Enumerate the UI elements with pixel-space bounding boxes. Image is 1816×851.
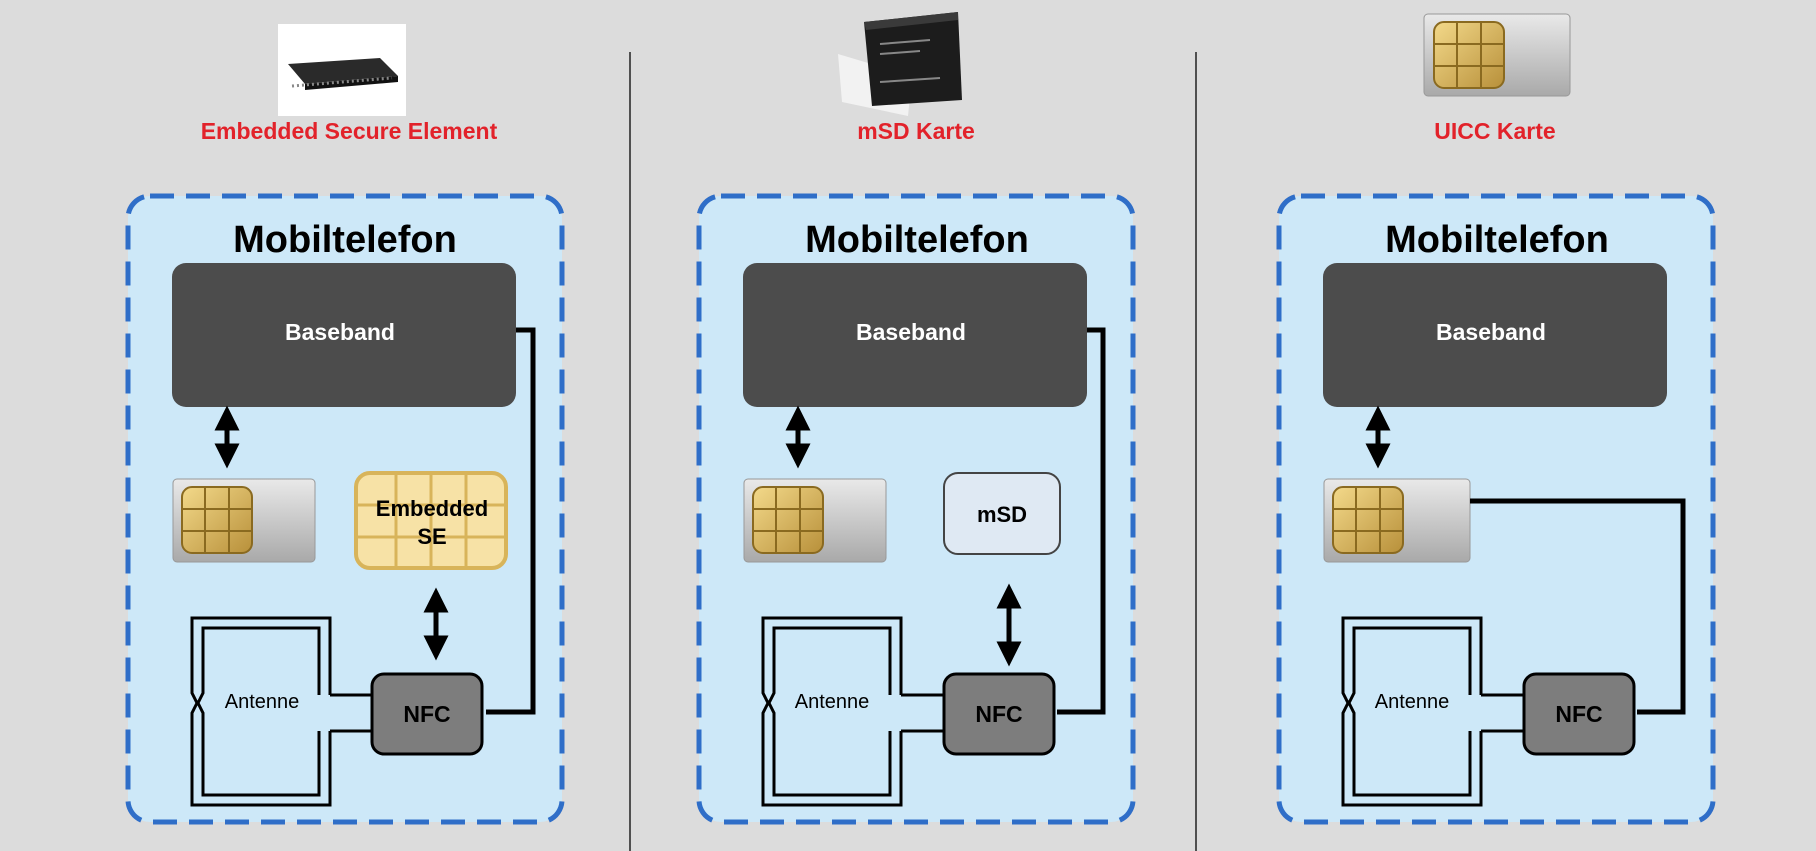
baseband-block xyxy=(1323,263,1667,407)
antenna-label: Antenne xyxy=(1375,691,1450,713)
panel-title: mSD Karte xyxy=(857,118,975,144)
wire-baseband-nfc xyxy=(1057,327,1106,715)
microsd-card-icon xyxy=(838,12,962,116)
secure-element-label: mSD xyxy=(977,502,1027,527)
nfc-block xyxy=(1522,672,1636,756)
sim-card-icon xyxy=(743,478,887,563)
baseband-label: Baseband xyxy=(285,319,395,345)
baseband-label: Baseband xyxy=(856,319,966,345)
chip-ic-icon xyxy=(278,24,406,116)
baseband-block xyxy=(743,263,1087,407)
phone-label: Mobiltelefon xyxy=(1385,219,1609,261)
panel-uicc: UICC Karte Mobiltelefon Baseband Antenne… xyxy=(1276,13,1716,825)
secure-element-label: Embedded xyxy=(376,496,488,521)
secure-element-label: SE xyxy=(417,524,446,549)
nfc-label: NFC xyxy=(403,701,450,727)
baseband-block xyxy=(172,263,516,407)
antenna-coil xyxy=(1341,616,1524,807)
phone-label: Mobiltelefon xyxy=(233,219,457,261)
nfc-block xyxy=(370,672,484,756)
wire-baseband-nfc xyxy=(486,327,536,715)
uicc-card-icon xyxy=(1423,13,1571,97)
antenna-coil xyxy=(761,616,944,807)
wire-sim-nfc xyxy=(1470,498,1686,715)
msd-block xyxy=(943,472,1061,555)
panel-embedded-se: Embedded Secure Element Mobiltelefon Bas… xyxy=(125,24,565,825)
antenna-label: Antenne xyxy=(225,691,300,713)
nfc-label: NFC xyxy=(975,701,1022,727)
antenna-label: Antenne xyxy=(795,691,870,713)
antenna-coil xyxy=(190,616,372,807)
baseband-label: Baseband xyxy=(1436,319,1546,345)
nfc-label: NFC xyxy=(1555,701,1602,727)
panel-title: UICC Karte xyxy=(1434,118,1555,144)
panel-title: Embedded Secure Element xyxy=(201,118,498,144)
sim-card-icon xyxy=(1323,478,1471,563)
nfc-block xyxy=(942,672,1056,756)
phone-label: Mobiltelefon xyxy=(805,219,1029,261)
embedded-se-block xyxy=(354,471,508,570)
panel-msd: mSD Karte Mobiltelefon Baseband mSD Ante… xyxy=(696,12,1136,825)
sim-card-icon xyxy=(172,478,316,563)
